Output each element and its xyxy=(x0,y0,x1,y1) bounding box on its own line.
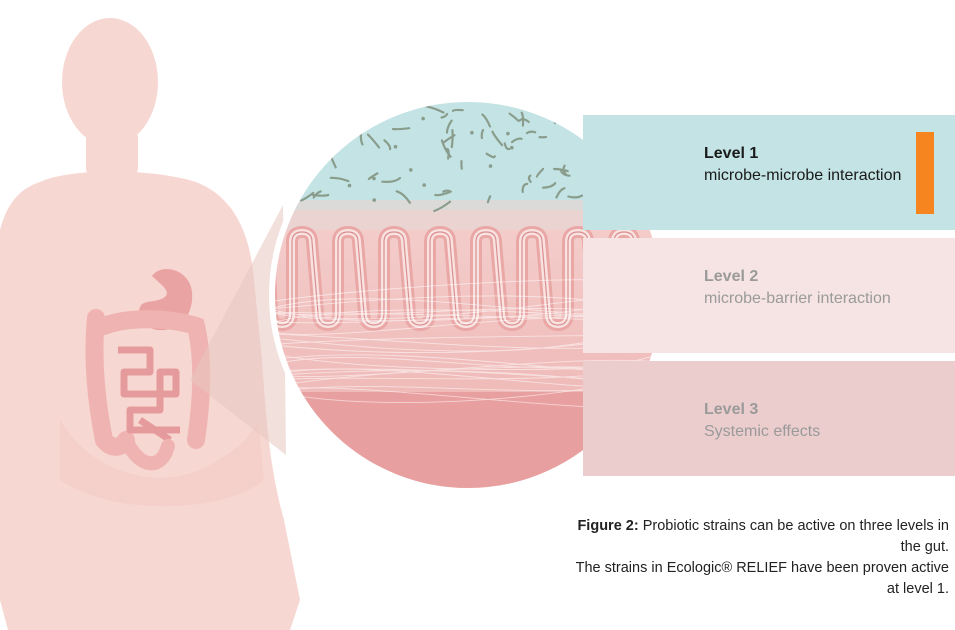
microbe xyxy=(287,168,288,180)
microbe xyxy=(285,152,298,154)
level-3-panel: Level 3 Systemic effects xyxy=(583,361,955,476)
microbe-dot xyxy=(394,145,398,149)
level-2-title: Level 2 xyxy=(704,266,904,288)
caption-line-2: The strains in Ecologic® RELIEF have bee… xyxy=(576,560,949,597)
microbe-dot xyxy=(372,198,376,202)
microbe-dot xyxy=(510,146,514,150)
microbe xyxy=(317,140,321,146)
level-1-panel: Level 1 microbe-microbe interaction xyxy=(583,115,955,230)
microbe xyxy=(319,138,325,142)
microbe xyxy=(315,118,316,126)
microbe-dot xyxy=(409,168,413,172)
microbe-dot xyxy=(421,117,425,121)
active-level-indicator xyxy=(916,132,934,214)
microbe xyxy=(453,110,463,111)
level-2-panel: Level 2 microbe-barrier interaction xyxy=(583,238,955,353)
microbe xyxy=(311,112,315,120)
level-1-description: microbe-microbe interaction xyxy=(704,165,904,187)
level-3-description: Systemic effects xyxy=(704,421,904,443)
microbe-dot xyxy=(320,151,324,155)
level-3-title: Level 3 xyxy=(704,399,904,421)
microbe xyxy=(313,195,328,196)
microbe xyxy=(345,105,363,106)
microbe-dot xyxy=(348,184,352,188)
microbe-dot xyxy=(489,164,493,168)
microbe xyxy=(304,140,317,142)
microbe-dot xyxy=(470,131,474,135)
level-1-title: Level 1 xyxy=(704,143,904,165)
microbe xyxy=(293,128,306,131)
microbe xyxy=(452,130,453,147)
microbe xyxy=(311,125,317,136)
microbe xyxy=(393,128,409,129)
microbe-dot xyxy=(372,177,376,181)
microbe-dot xyxy=(506,132,510,136)
level-2-description: microbe-barrier interaction xyxy=(704,288,904,310)
caption-label: Figure 2: xyxy=(577,518,638,534)
microbe xyxy=(274,141,287,146)
microbe xyxy=(287,172,291,183)
microbe xyxy=(443,191,451,192)
caption-line-1: Probiotic strains can be active on three… xyxy=(643,518,949,555)
figure-caption: Figure 2: Probiotic strains can be activ… xyxy=(564,516,949,600)
microbe xyxy=(314,95,321,107)
microbe xyxy=(329,127,330,145)
microbe-dot xyxy=(422,183,426,187)
